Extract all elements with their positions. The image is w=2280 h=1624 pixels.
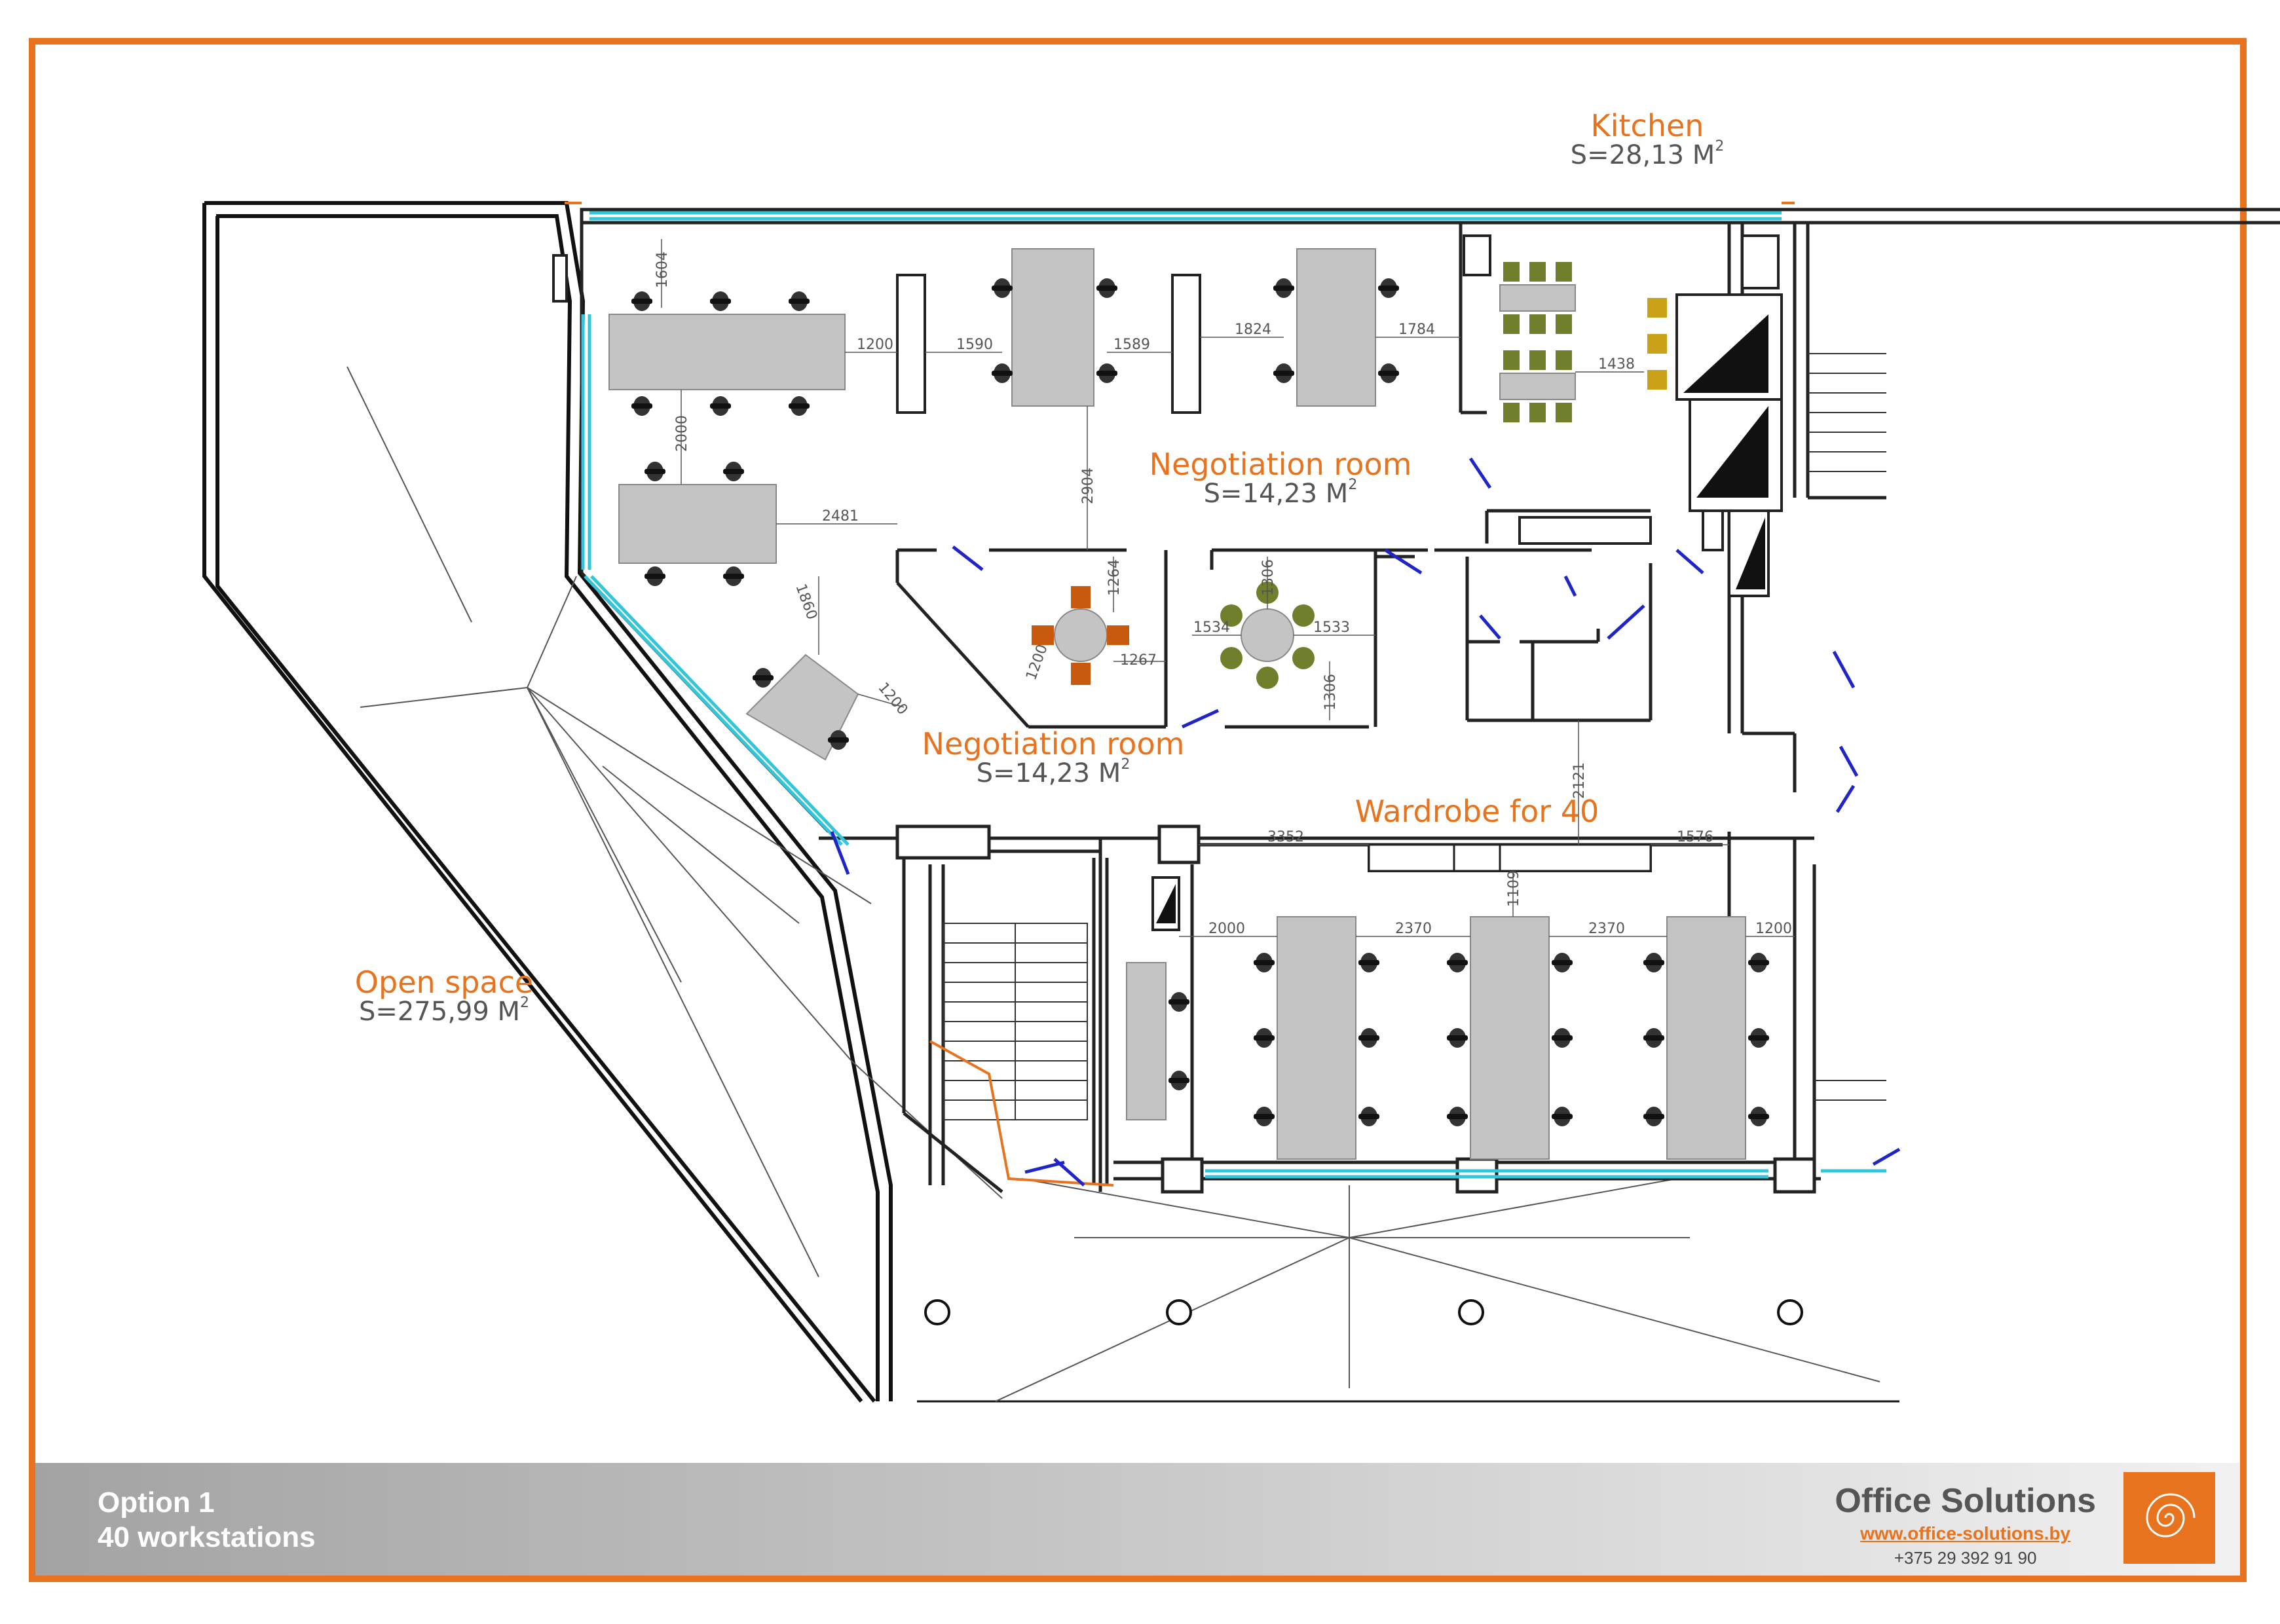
- brand-name: Office Solutions: [1835, 1482, 2096, 1520]
- dim-label: 1533: [1313, 619, 1350, 636]
- desk-clusters: [608, 248, 1746, 1160]
- black-fixtures: [1156, 314, 1768, 923]
- room-area: S=28,13 M2: [1570, 138, 1725, 171]
- brand-block: Office Solutions www.office-solutions.by…: [1835, 1481, 2096, 1568]
- dim-label: 3352: [1267, 829, 1304, 845]
- room-area: S=14,23 M2: [1203, 477, 1358, 509]
- dim-label: 2481: [822, 508, 859, 525]
- brand-url-link[interactable]: www.office-solutions.by: [1860, 1523, 2071, 1543]
- kitchen-chairs: [1503, 262, 1572, 422]
- dim-label: 1306: [1260, 559, 1277, 596]
- doors: [830, 457, 1901, 1187]
- negotiation-room-label-top: Negotiation room S=14,23 M2: [1149, 447, 1412, 509]
- wardrobe-label: Wardrobe for 40: [1355, 794, 1599, 829]
- dim-label: 1590: [956, 337, 993, 353]
- dim-label: 2000: [674, 415, 690, 452]
- room-area: S=275,99 M2: [358, 995, 530, 1027]
- wardrobe-unit: [1368, 843, 1652, 872]
- dim-label: 1589: [1113, 337, 1150, 353]
- negotiation-room-label-mid: Negotiation room S=14,23 M2: [922, 726, 1185, 789]
- dim-label: 1200: [1755, 921, 1792, 937]
- dim-label: 1824: [1235, 322, 1271, 338]
- stairs: [943, 353, 1886, 1120]
- dim-label: 1109: [1506, 870, 1522, 907]
- room-area: S=14,23 M2: [976, 756, 1131, 789]
- kitchen-armchairs: [1647, 298, 1667, 390]
- dim-label: 1784: [1398, 322, 1435, 338]
- dim-label: 1200: [874, 680, 910, 718]
- footer-bar: Option 1 40 workstations Office Solution…: [35, 1463, 2240, 1576]
- glass-partitions: [581, 211, 1886, 1179]
- room-name: Wardrobe for 40: [1355, 794, 1599, 829]
- columns: [924, 1299, 1803, 1325]
- dim-label: 1860: [792, 582, 820, 622]
- room-name: Negotiation room: [922, 726, 1185, 762]
- room-name: Kitchen: [1590, 108, 1704, 143]
- dim-label: 1604: [654, 251, 671, 288]
- dim-label: 2000: [1208, 921, 1245, 937]
- page-frame: [29, 38, 2247, 1582]
- brand-phone: +375 29 392 91 90: [1894, 1548, 2037, 1568]
- dim-label: 1200: [857, 337, 893, 353]
- meeting-table-1: [1032, 586, 1129, 685]
- dimension-lines: [661, 239, 1795, 937]
- option-label: Option 1: [98, 1486, 215, 1519]
- orange-accent: [565, 202, 1795, 1187]
- open-space-label: Open space S=275,99 M2: [354, 965, 534, 1027]
- dim-label: 1576: [1677, 829, 1713, 845]
- dim-label: 1267: [1120, 652, 1157, 669]
- dim-label: 2370: [1588, 921, 1625, 937]
- dim-label: 1264: [1106, 559, 1123, 596]
- room-name: Negotiation room: [1149, 447, 1412, 482]
- workstations-label: 40 workstations: [98, 1521, 316, 1553]
- dim-label: 1306: [1322, 674, 1339, 710]
- dim-label: 2904: [1080, 468, 1096, 504]
- kitchen-label: Kitchen S=28,13 M2: [1570, 108, 1725, 171]
- dim-label: 1534: [1193, 619, 1230, 636]
- room-name: Open space: [354, 965, 534, 1000]
- dimension-labels: 1604 1200 1590 1589 1824 1784 1438 2000 …: [654, 251, 1792, 937]
- exterior-walls: [202, 201, 1899, 1403]
- dim-label: 2370: [1395, 921, 1432, 937]
- dim-label: 2121: [1571, 762, 1588, 799]
- spiral-logo-icon: [2123, 1472, 2215, 1564]
- dim-label: 1438: [1598, 356, 1635, 373]
- dim-label: 1200: [1023, 642, 1051, 682]
- option-title: Option 1 40 workstations: [98, 1486, 316, 1555]
